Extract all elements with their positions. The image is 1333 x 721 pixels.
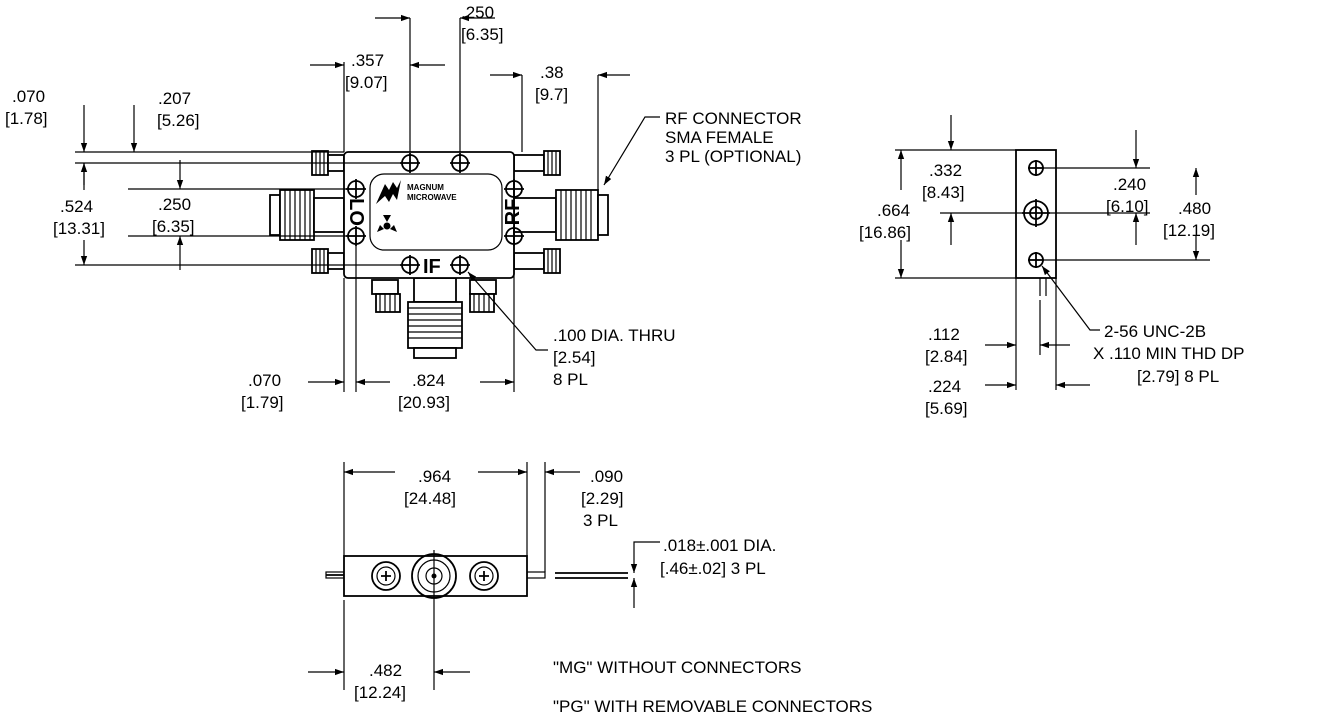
label-plate — [369, 173, 503, 251]
pin-callout-line-1: .018±.001 DIA. — [663, 536, 776, 555]
hole-callout-line-1: .100 DIA. THRU — [553, 326, 676, 345]
dim-664: .664 — [877, 201, 910, 220]
pin-callout-line-2: [.46±.02] 3 PL — [660, 559, 766, 578]
dim-240: .240 — [1113, 175, 1146, 194]
rf-port-label: RF — [502, 199, 524, 226]
dim-524-mm: [13.31] — [53, 219, 105, 238]
dim-332: .332 — [929, 161, 962, 180]
dim-090-qty: 3 PL — [583, 511, 618, 530]
thread-callout-line-2: X .110 MIN THD DP — [1093, 344, 1244, 363]
side-view-dimension-text: .664 [16.86] .332 [8.43] .240 [6.10] .48… — [859, 161, 1215, 418]
lo-sma-connector — [269, 189, 345, 241]
front-view — [325, 550, 628, 690]
dim-112-mm: [2.84] — [925, 347, 968, 366]
dim-480: .480 — [1178, 199, 1211, 218]
sma-port-face-icon — [411, 550, 457, 690]
dim-964: .964 — [418, 467, 451, 486]
lo-port-label: LO — [345, 198, 367, 226]
note-mg: "MG" WITHOUT CONNECTORS — [553, 658, 802, 677]
rf-callout-line-2: SMA FEMALE — [665, 128, 774, 147]
dim-964-mm: [24.48] — [404, 489, 456, 508]
dim-070-bottom-mm: [1.79] — [241, 393, 284, 412]
hole-callout-line-3: 8 PL — [553, 370, 588, 389]
hole-callout-line-2: [2.54] — [553, 348, 596, 367]
dim-070-left-mm: [1.78] — [5, 109, 48, 128]
dim-090-mm: [2.29] — [581, 489, 624, 508]
dim-664-mm: [16.86] — [859, 223, 911, 242]
threaded-hole-icons — [1022, 160, 1050, 268]
mounting-hole-icons — [346, 153, 524, 275]
side-view — [1015, 149, 1057, 296]
dim-250-mid: .250 — [158, 195, 191, 214]
magnum-logo-icon — [376, 180, 401, 232]
dim-824-mm: [20.93] — [398, 393, 450, 412]
right-pin-top — [513, 150, 561, 176]
dim-224: .224 — [928, 377, 961, 396]
logo-line-2: MICROWAVE — [407, 193, 457, 202]
top-view: MAGNUM MICROWAVE LO RF IF — [269, 150, 609, 359]
front-view-dimensions — [308, 462, 660, 690]
logo-line-1: MAGNUM — [407, 183, 444, 192]
thread-callout-line-1: 2-56 UNC-2B — [1104, 322, 1206, 341]
dim-38: .38 — [540, 63, 564, 82]
dim-482-mm: [12.24] — [354, 683, 406, 702]
phillips-screw-icon-left — [371, 561, 401, 591]
dim-070-left: .070 — [12, 87, 45, 106]
if-port-label: IF — [423, 256, 441, 278]
mixer-housing — [343, 151, 515, 279]
left-pin-bottom — [311, 248, 345, 274]
dim-240-mm: [6.10] — [1106, 197, 1149, 216]
hole-callout: .100 DIA. THRU [2.54] 8 PL — [553, 326, 676, 389]
dim-207: .207 — [158, 89, 191, 108]
dim-250-mid-mm: [6.35] — [152, 217, 195, 236]
dim-357-mm: [9.07] — [345, 73, 388, 92]
dim-824: .824 — [412, 371, 445, 390]
dim-480-mm: [12.19] — [1163, 221, 1215, 240]
top-view-dimensions — [75, 14, 660, 392]
dim-482: .482 — [369, 661, 402, 680]
rf-sma-connector — [513, 189, 609, 241]
dim-070-bottom: .070 — [248, 371, 281, 390]
dim-224-mm: [5.69] — [925, 399, 968, 418]
rf-callout-line-3: 3 PL (OPTIONAL) — [665, 147, 801, 166]
rf-connector-callout: RF CONNECTOR SMA FEMALE 3 PL (OPTIONAL) — [665, 109, 802, 166]
dim-112: .112 — [928, 325, 960, 344]
dim-090: .090 — [590, 467, 623, 486]
note-pg: "PG" WITH REMOVABLE CONNECTORS — [553, 697, 872, 716]
rf-callout-line-1: RF CONNECTOR — [665, 109, 802, 128]
dim-357: .357 — [351, 51, 384, 70]
dim-250-top: .250 — [461, 3, 494, 22]
right-pin-bottom — [513, 248, 561, 274]
dim-207-mm: [5.26] — [157, 111, 200, 130]
dim-332-mm: [8.43] — [922, 183, 965, 202]
dim-38-mm: [9.7] — [535, 85, 568, 104]
thread-callout-line-3: [2.79] 8 PL — [1137, 367, 1219, 386]
dim-250-top-mm: [6.35] — [461, 25, 504, 44]
pin-callout: .018±.001 DIA. [.46±.02] 3 PL — [660, 536, 776, 578]
dim-524: .524 — [60, 197, 93, 216]
thread-callout: 2-56 UNC-2B X .110 MIN THD DP [2.79] 8 P… — [1093, 322, 1244, 386]
if-sma-connector — [371, 277, 497, 359]
front-view-dimension-text: .964 [24.48] .090 [2.29] 3 PL .482 [12.2… — [354, 467, 624, 702]
top-view-dimension-text: .250 [6.35] .357 [9.07] .38 [9.7] .070 [… — [5, 3, 568, 412]
side-view-dimensions — [895, 115, 1210, 390]
phillips-screw-icon-right — [469, 561, 499, 591]
